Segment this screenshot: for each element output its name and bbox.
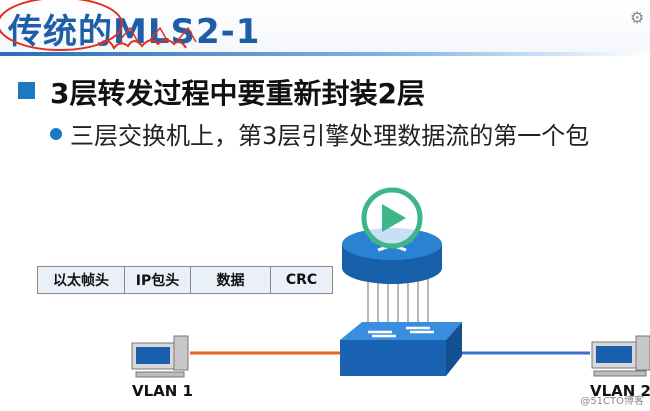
frame-format: 以太帧头 IP包头 数据 CRC [37,266,333,294]
vlan2-label: VLAN 2 [590,382,650,400]
frame-field-data: 数据 [191,267,271,293]
frame-field-crc: CRC [285,272,318,288]
vlan1-pc-icon [131,335,189,378]
slide-title: 传统的MLS2-1 [8,12,261,52]
router-switch-links [367,278,429,340]
play-icon[interactable] [361,187,423,249]
vlan2-pc-icon [591,335,650,377]
router-icon [342,228,442,284]
square-bullet-icon [18,82,35,99]
frame-field-ethernet-header: 以太帧头 [38,267,125,293]
title-underline [0,52,650,56]
vlan1-label: VLAN 1 [132,382,193,400]
frame-field-ip-header: IP包头 [125,267,191,293]
slide-bullet-text: 三层交换机上，第3层引擎处理数据流的第一个包 [70,122,590,150]
slide-heading: 3层转发过程中要重新封装2层 [50,77,425,110]
settings-gear-icon[interactable]: ⚙ [630,8,645,27]
round-bullet-icon [50,128,62,140]
switch-icon [340,322,462,376]
watermark: @51CTO博客 [580,396,644,407]
